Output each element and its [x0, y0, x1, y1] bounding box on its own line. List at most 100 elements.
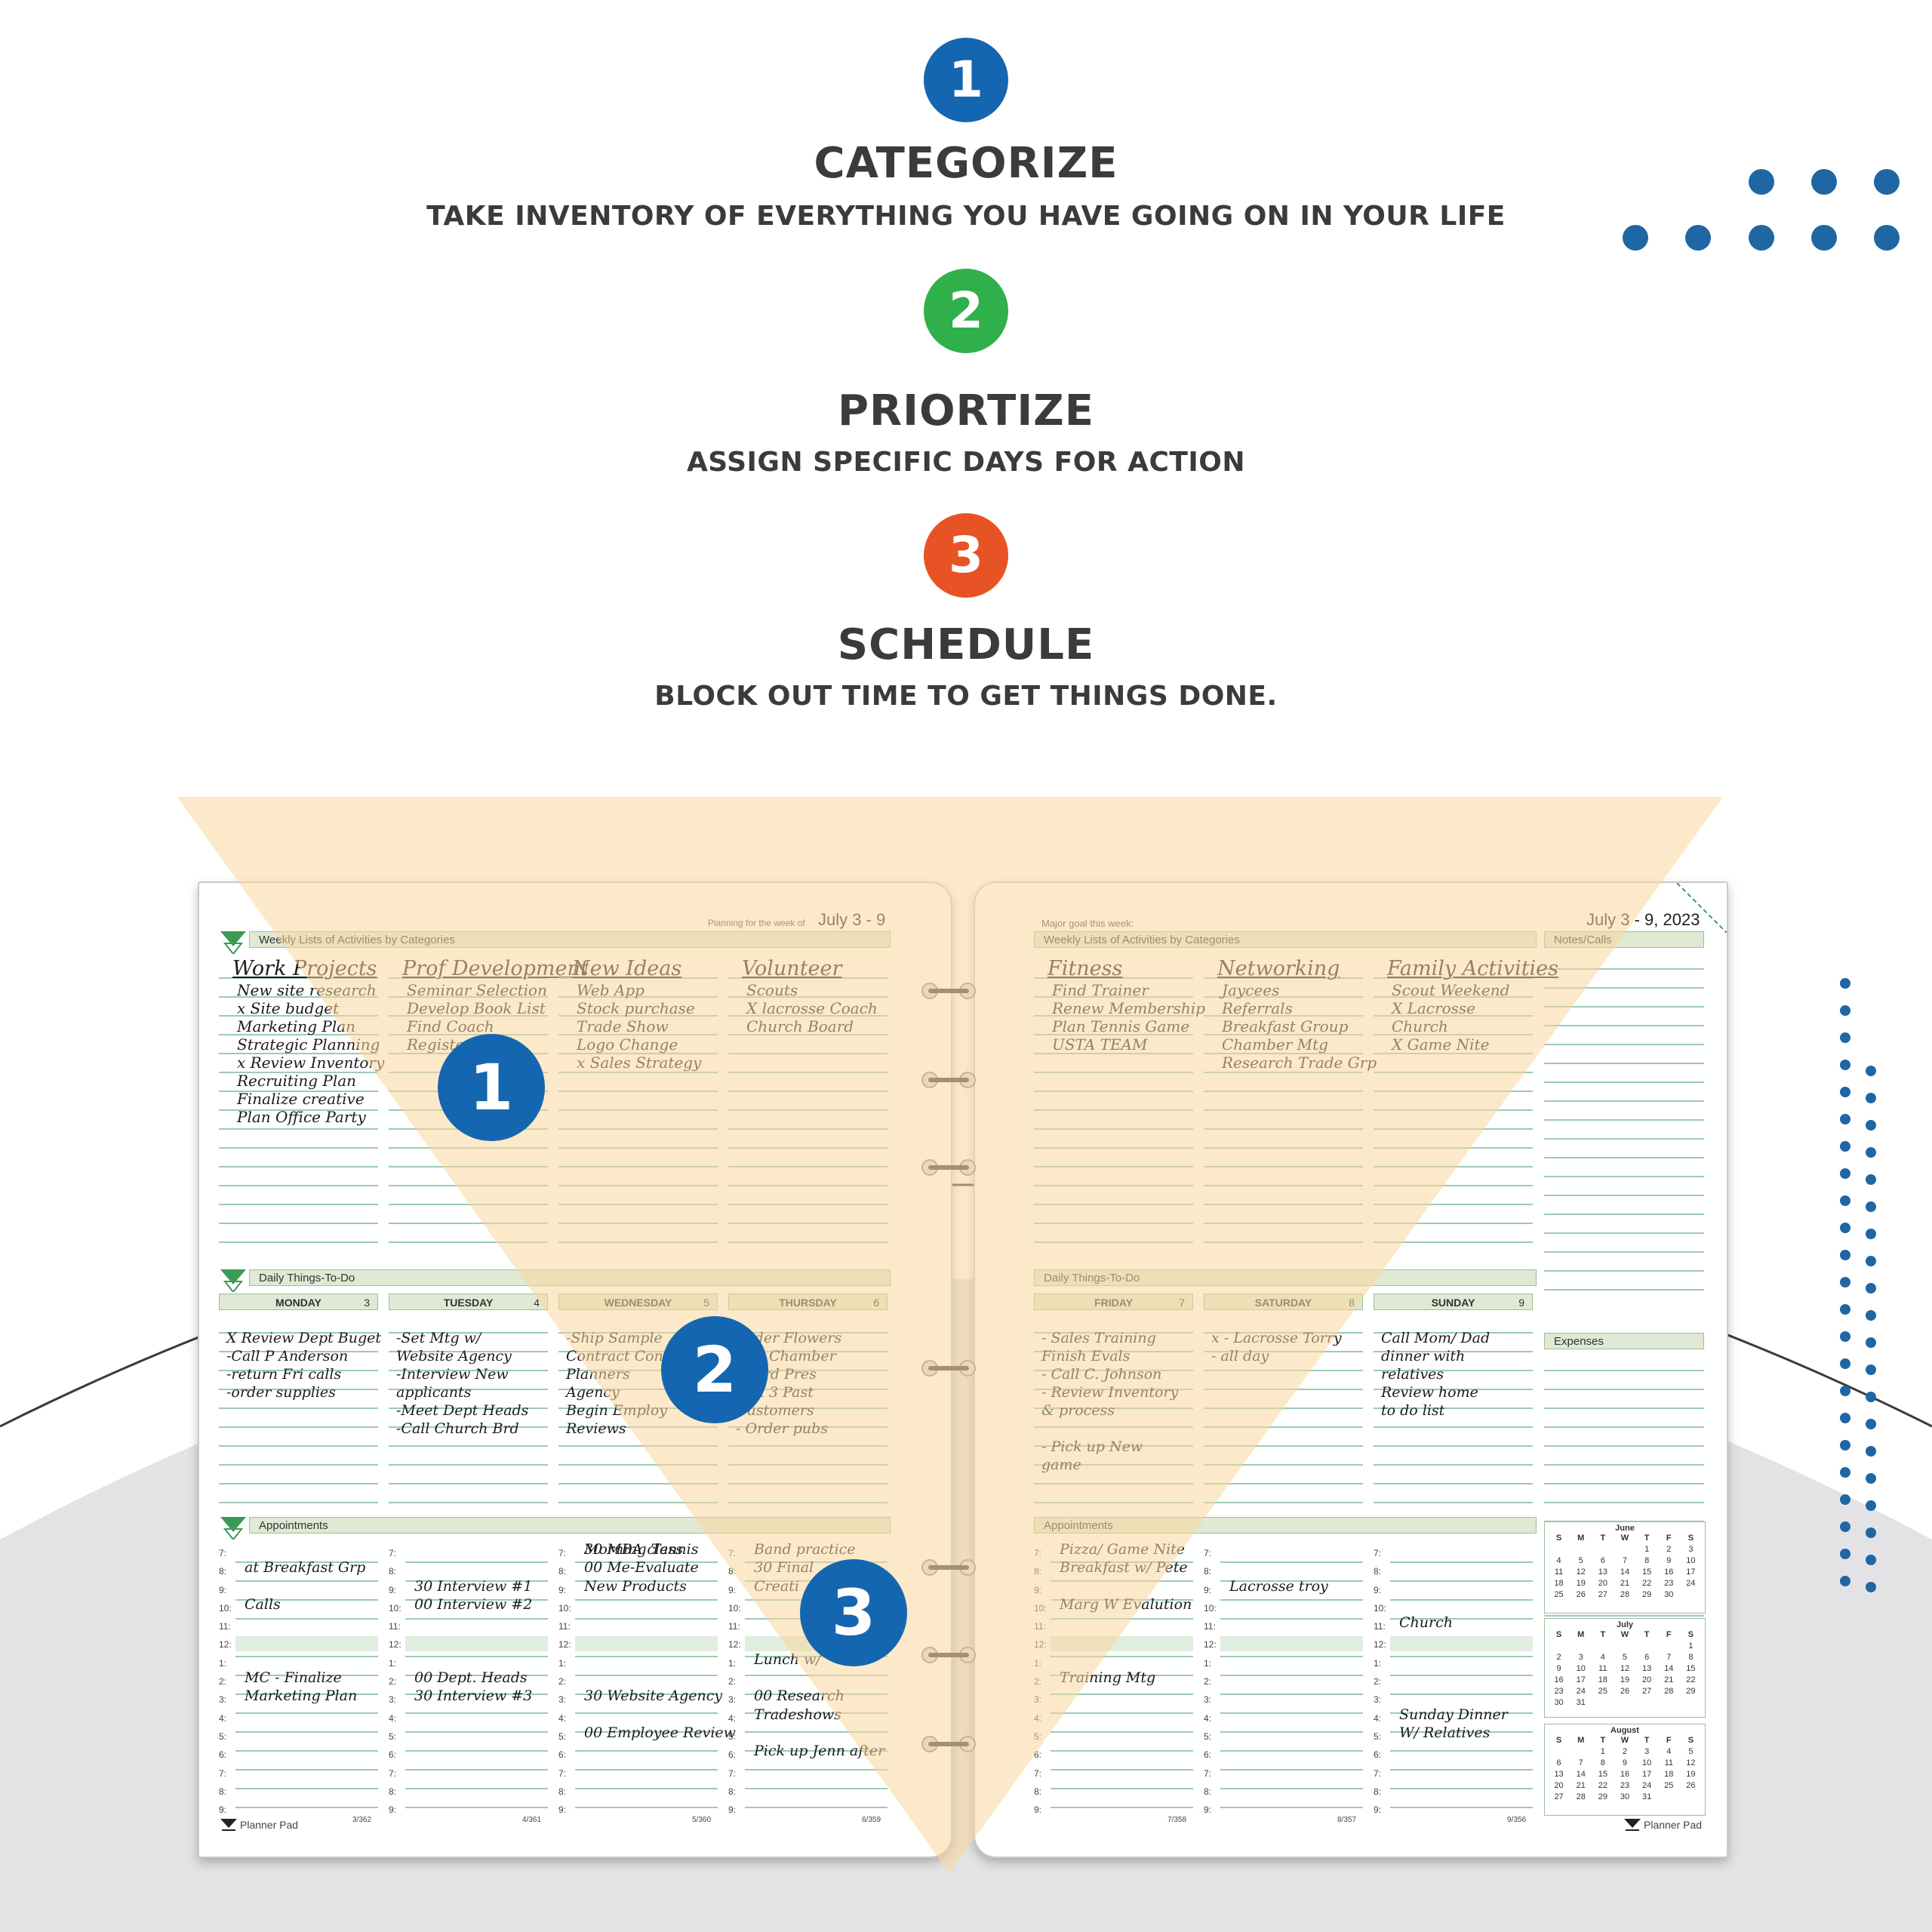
decorative-dot [1840, 978, 1850, 989]
calendar-day: 17 [1686, 1567, 1696, 1577]
category-item: Breakfast Group [1222, 1017, 1349, 1035]
hour-label: 1: [728, 1657, 737, 1669]
noon-highlight [235, 1636, 378, 1651]
day-name: SUNDAY [1431, 1297, 1475, 1309]
todo-item: dinner with [1381, 1348, 1466, 1364]
step-1-subtitle: TAKE INVENTORY OF EVERYTHING YOU HAVE GO… [426, 201, 1506, 232]
hour-label: 7: [389, 1548, 397, 1558]
calendar-day: 1 [1688, 1641, 1694, 1651]
binder-ring [921, 1070, 977, 1090]
calendar-day: 3 [1688, 1545, 1694, 1554]
calendar-day: 26 [1686, 1781, 1696, 1790]
hour-label: 1: [1204, 1657, 1212, 1669]
decorative-dot [1840, 1494, 1850, 1505]
hour-label: 3: [1204, 1694, 1212, 1706]
todo-item: & process [1041, 1402, 1115, 1419]
hour-label: 9: [1374, 1584, 1382, 1595]
hour-label: 7: [389, 1767, 397, 1779]
calendar-dow: S [1555, 1534, 1562, 1543]
calendar-day: 18 [1598, 1675, 1607, 1684]
binder-ring [921, 1358, 977, 1378]
todo-item: -Set Mtg w/ [396, 1330, 481, 1346]
calendar-day: 30 [1664, 1590, 1674, 1599]
hour-label: 8: [728, 1566, 737, 1577]
hour-label: 5: [1034, 1730, 1042, 1742]
hour-label: 5: [558, 1730, 567, 1742]
appointment-entry: Band practice [754, 1541, 856, 1558]
appointment-entry: Calls [245, 1595, 281, 1613]
step-2-subtitle: ASSIGN SPECIFIC DAYS FOR ACTION [686, 447, 1246, 478]
decorative-dot [1840, 1549, 1850, 1559]
binder-ring [921, 981, 977, 1001]
calendar-day: 4 [1556, 1556, 1561, 1565]
hour-label: 5: [219, 1730, 227, 1742]
calendar-day [1548, 1641, 1570, 1652]
category-item: Recruiting Plan [237, 1072, 357, 1090]
hour-label: 6: [1034, 1749, 1042, 1761]
overlay-marker-2: 2 [661, 1316, 768, 1423]
hour-label: 9: [728, 1584, 737, 1595]
page-code: 8/357 [1337, 1816, 1357, 1824]
decorative-dot [1866, 1201, 1876, 1212]
calendar-day: 21 [1620, 1579, 1630, 1588]
category-item: Logo Change [577, 1035, 678, 1054]
calendar-day: 28 [1620, 1590, 1630, 1599]
day-name: FRIDAY [1094, 1297, 1133, 1309]
page-code: 9/356 [1507, 1816, 1527, 1824]
step-1-number-badge: 1 [924, 38, 1008, 122]
step-3-number-badge: 3 [924, 513, 1008, 598]
hour-label: 9: [1034, 1804, 1042, 1816]
planner-pad-logo-icon [220, 1819, 237, 1831]
decorative-dot [1866, 1419, 1876, 1429]
appointment-entry: 00 Research [754, 1687, 845, 1705]
hour-label: 9: [389, 1584, 397, 1595]
calendar-day: 21 [1576, 1781, 1586, 1790]
calendar-day: 9 [1622, 1758, 1628, 1767]
hour-label: 6: [728, 1749, 737, 1761]
hour-labels: 7:8:9:10:11:12:1:2:3:4:5:6:7:8:9: [219, 1544, 232, 1819]
hour-label: 8: [219, 1786, 227, 1797]
calendar-day [1636, 1641, 1658, 1652]
calendar-day: 16 [1620, 1770, 1630, 1779]
appointment-entry: 30 Interview #1 [414, 1577, 533, 1595]
todo-item: - Pick up New [1041, 1438, 1143, 1455]
binder-ring [921, 1734, 977, 1754]
decorative-dot [1840, 1521, 1850, 1532]
hour-label: 9: [558, 1584, 567, 1595]
decorative-dot [1840, 1141, 1850, 1152]
calendar-day: 15 [1598, 1770, 1607, 1779]
calendar-month: August [1611, 1726, 1639, 1735]
decorative-dot [1840, 1250, 1850, 1260]
hour-labels: 7:8:9:10:11:12:1:2:3:4:5:6:7:8:9: [1374, 1544, 1386, 1819]
left-week-label: July 3 - 9 [818, 910, 886, 929]
calendar-dow: F [1666, 1736, 1672, 1745]
hour-label: 10: [728, 1602, 741, 1614]
binder-ring [921, 1645, 977, 1665]
hour-label: 12: [219, 1639, 232, 1651]
calendar-dow: T [1644, 1630, 1650, 1639]
todo-item: - all day [1211, 1348, 1269, 1364]
hour-label: 4: [558, 1712, 567, 1724]
hour-label: 8: [1374, 1786, 1382, 1797]
calendar-day: 26 [1620, 1687, 1630, 1696]
noon-highlight [575, 1636, 718, 1651]
hour-label: 11: [1204, 1621, 1216, 1632]
calendar-day: 13 [1642, 1664, 1652, 1673]
calendar-dow: M [1577, 1736, 1585, 1745]
hour-label: 2: [1034, 1676, 1042, 1687]
hour-label: 8: [558, 1566, 567, 1577]
calendar-day [1680, 1792, 1702, 1803]
weekly-band: Weekly Lists of Activities by Categories [249, 931, 891, 948]
calendar-day: 30 [1620, 1792, 1630, 1801]
decorative-dot [1840, 1168, 1850, 1179]
hour-label: 9: [1374, 1804, 1382, 1816]
hour-label: 5: [1204, 1730, 1212, 1742]
calendar-day: 25 [1598, 1687, 1607, 1696]
todo-item: Planners [566, 1366, 630, 1383]
page-code: 3/362 [352, 1816, 372, 1824]
noon-highlight [405, 1636, 548, 1651]
todo-item: -Call Church Brd [396, 1420, 519, 1437]
calendar-day [1658, 1792, 1680, 1803]
category-heading: Work Projects [232, 957, 377, 980]
